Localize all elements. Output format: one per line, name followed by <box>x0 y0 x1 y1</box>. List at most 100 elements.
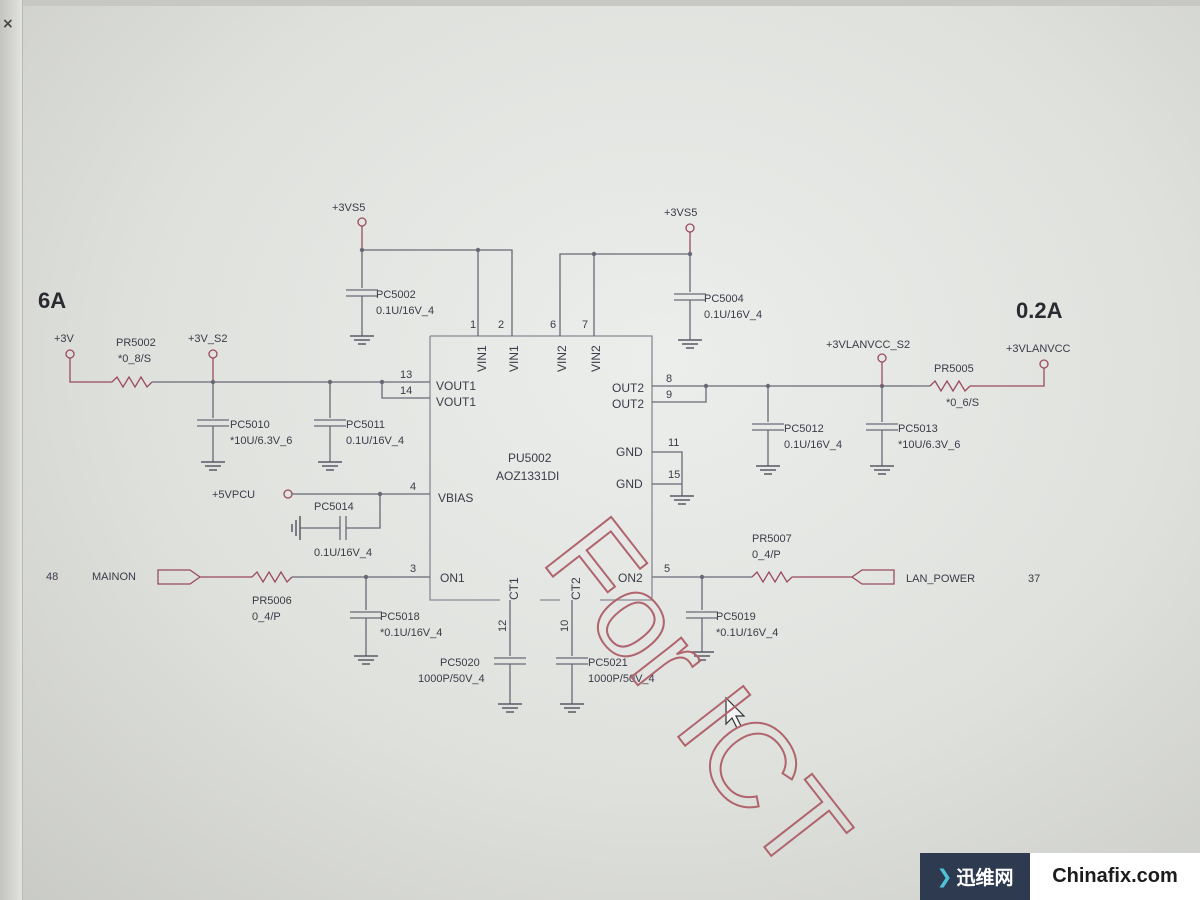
pr5002-value: *0_8/S <box>118 353 151 365</box>
pc5012-ref: PC5012 <box>784 423 824 435</box>
pin-vin2-a: VIN2 <box>555 345 569 372</box>
pin-vbias: VBIAS <box>438 491 473 505</box>
logo-en-text: Chinafix.com <box>1052 865 1178 887</box>
pr5002-ref: PR5002 <box>116 337 156 349</box>
pin-number-7: 7 <box>582 319 588 331</box>
ground-pc5014 <box>291 516 301 540</box>
pc5018-ref: PC5018 <box>380 611 420 623</box>
pin-number-6: 6 <box>550 319 556 331</box>
pin-number-12: 12 <box>497 620 509 632</box>
ground-pc5019 <box>690 651 714 661</box>
net-mainon-port <box>157 569 202 585</box>
pc5020-ref: PC5020 <box>440 657 480 669</box>
resistor-pr5005 <box>929 379 971 393</box>
pin-number-1: 1 <box>470 319 476 331</box>
pr5005-ref: PR5005 <box>934 363 974 375</box>
mouse-cursor-icon <box>725 696 746 729</box>
rail-3v-terminal <box>65 349 75 359</box>
pin-vout1-b: VOUT1 <box>436 395 476 409</box>
ground-pc5004 <box>678 339 702 349</box>
pin-gnd-b: GND <box>616 477 643 491</box>
rail-vs5-right-terminal <box>685 223 695 233</box>
pin-number-3: 3 <box>410 563 416 575</box>
pc5002-value: 0.1U/16V_4 <box>376 305 434 317</box>
pin-number-15: 15 <box>668 469 680 481</box>
watermark: For ICT <box>520 494 876 897</box>
pc5018-value: *0.1U/16V_4 <box>380 627 442 639</box>
pc5004-value: 0.1U/16V_4 <box>704 309 762 321</box>
logo-cn-block: ❯ 迅维网 <box>920 853 1030 900</box>
pin-number-5: 5 <box>664 563 670 575</box>
pin-number-8: 8 <box>666 373 672 385</box>
logo-chevron-icon: ❯ <box>936 865 953 888</box>
pc5019-ref: PC5019 <box>716 611 756 623</box>
pc5012-value: 0.1U/16V_4 <box>784 439 842 451</box>
window-frame-top <box>0 0 1200 6</box>
rail-lanvcc-s2: +3VLANVCC_S2 <box>826 339 910 351</box>
window-frame-left <box>0 0 23 900</box>
pr5005-value: *0_6/S <box>946 397 979 409</box>
rail-lanvcc: +3VLANVCC <box>1006 343 1071 355</box>
net-lan-power: LAN_POWER <box>906 573 975 585</box>
ground-pc5011 <box>318 461 342 471</box>
ground-ic <box>670 495 694 505</box>
pc5004-ref: PC5004 <box>704 293 744 305</box>
pin-out2-a: OUT2 <box>612 381 644 395</box>
net-lan-power-page: 37 <box>1028 573 1040 585</box>
pc5011-ref: PC5011 <box>346 419 385 431</box>
rail-vs5-right: +3VS5 <box>664 207 697 219</box>
pin-number-11: 11 <box>668 437 679 449</box>
pin-on2: ON2 <box>618 571 643 585</box>
rail-5vpcu-terminal <box>283 489 293 499</box>
pin-number-10: 10 <box>559 620 571 632</box>
pc5014-value: 0.1U/16V_4 <box>314 547 372 559</box>
net-mainon: MAINON <box>92 571 136 583</box>
ic-part: AOZ1331DI <box>496 469 559 483</box>
pc5013-ref: PC5013 <box>898 423 938 435</box>
ground-pc5002 <box>350 335 374 345</box>
pr5007-value: 0_4/P <box>752 549 781 561</box>
pin-ct1: CT1 <box>507 577 521 600</box>
pc5002-ref: PC5002 <box>376 289 416 301</box>
resistor-pr5007 <box>751 570 793 584</box>
pr5006-ref: PR5006 <box>252 595 292 607</box>
ground-pc5021 <box>560 703 584 713</box>
pin-vin1-a: VIN1 <box>475 345 489 372</box>
logo-en-block: Chinafix.com <box>1030 853 1200 900</box>
logo-cn-text: 迅维网 <box>956 867 1014 889</box>
pc5021-ref: PC5021 <box>588 657 628 669</box>
pin-number-14: 14 <box>400 385 412 397</box>
pc5021-value: 1000P/50V_4 <box>588 673 655 685</box>
ic-body <box>429 336 500 601</box>
pr5006-value: 0_4/P <box>252 611 281 623</box>
pc5010-ref: PC5010 <box>230 419 270 431</box>
rail-3v: +3V <box>54 333 75 345</box>
ic-ref: PU5002 <box>508 451 552 465</box>
pin-ct2: CT2 <box>569 577 583 600</box>
pc5019-value: *0.1U/16V_4 <box>716 627 778 639</box>
pin-number-13: 13 <box>400 369 412 381</box>
current-left: 6A <box>38 288 66 313</box>
pin-gnd-a: GND <box>616 445 643 459</box>
current-right: 0.2A <box>1016 298 1063 323</box>
pc5013-value: *10U/6.3V_6 <box>898 439 960 451</box>
rail-3v-s2-terminal <box>208 349 218 359</box>
rail-lanvcc-terminal <box>1039 359 1049 369</box>
pr5007-ref: PR5007 <box>752 533 792 545</box>
rail-vs5-left: +3VS5 <box>332 202 365 214</box>
pc5010-value: *10U/6.3V_6 <box>230 435 292 447</box>
resistor-pr5006 <box>251 570 293 584</box>
chinafix-logo: ❯ 迅维网 Chinafix.com <box>920 853 1200 900</box>
close-icon[interactable]: × <box>2 16 14 32</box>
pin-vin2-b: VIN2 <box>589 345 603 372</box>
pin-number-4: 4 <box>410 481 416 493</box>
rail-vs5-left-terminal <box>357 217 367 227</box>
pc5020-value: 1000P/50V_4 <box>418 673 485 685</box>
ground-pc5013 <box>870 465 894 475</box>
ground-pc5010 <box>201 461 225 471</box>
ground-pc5020 <box>498 703 522 713</box>
pin-vout1-a: VOUT1 <box>436 379 476 393</box>
pin-vin1-b: VIN1 <box>507 345 521 372</box>
